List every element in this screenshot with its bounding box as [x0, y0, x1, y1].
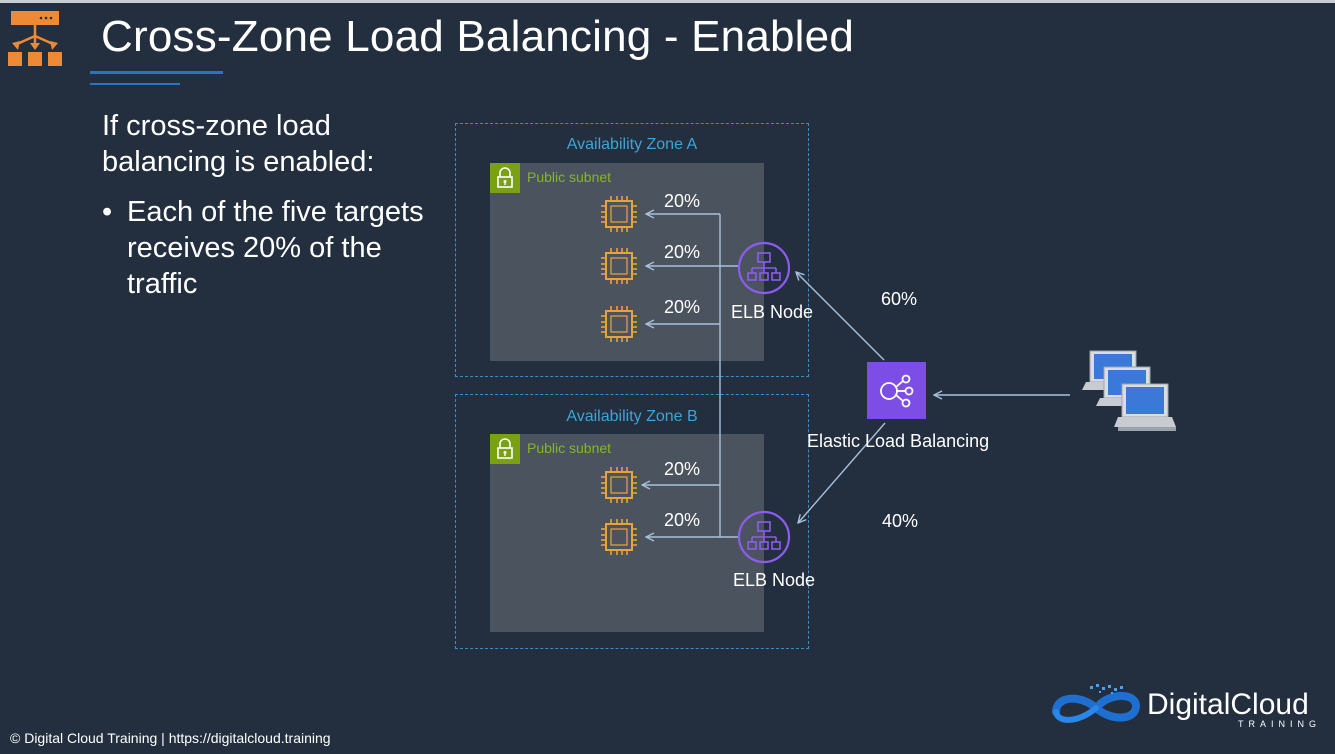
page-title: Cross-Zone Load Balancing - Enabled [101, 12, 855, 61]
elb-node-label: ELB Node [733, 570, 816, 590]
target-percent: 20% [664, 510, 701, 530]
bullet-text: Each of the five targets receives 20% of… [127, 196, 424, 300]
logo-tagline: TRAINING [1238, 719, 1322, 729]
target-percent: 20% [664, 242, 701, 262]
availability-zone-a: Availability Zone A [455, 123, 809, 377]
digitalcloud-logo [1052, 684, 1141, 723]
target-percent: 20% [664, 297, 701, 317]
logo-name: DigitalCloud [1147, 688, 1309, 721]
footer-copyright: © Digital Cloud Training | https://digit… [10, 730, 331, 746]
zone-label: Availability Zone A [566, 136, 698, 153]
title-underline-short [90, 83, 180, 85]
zone-b-traffic-percent: 40% [882, 511, 919, 531]
lock-icon [490, 434, 520, 464]
elb-node-label: ELB Node [731, 302, 814, 322]
lock-icon [490, 163, 520, 193]
title-underline [90, 71, 223, 74]
ec2-instance-chip-icon [601, 196, 637, 232]
ec2-instance-chip-icon [601, 467, 637, 503]
zone-a-traffic-percent: 60% [881, 289, 918, 309]
subnet-label: Public subnet [527, 169, 612, 185]
target-percent: 20% [664, 191, 701, 211]
ec2-instance-chip-icon [601, 248, 637, 284]
ec2-instance-chip-icon [601, 306, 637, 342]
top-border [0, 0, 1335, 3]
subnet-label: Public subnet [527, 440, 612, 456]
elb-label: Elastic Load Balancing [807, 431, 990, 451]
load-balancer-hierarchy-icon [8, 11, 62, 66]
elastic-load-balancing-icon [867, 362, 926, 419]
intro-text: If cross-zone load balancing is enabled: [102, 110, 375, 178]
target-percent: 20% [664, 459, 701, 479]
laptops-icon [1082, 350, 1176, 431]
elb-node-icon [737, 241, 791, 295]
zone-label: Availability Zone B [566, 408, 698, 425]
elb-node-icon [737, 510, 791, 564]
ec2-instance-chip-icon [601, 519, 637, 555]
bullet-marker: • [102, 196, 113, 228]
